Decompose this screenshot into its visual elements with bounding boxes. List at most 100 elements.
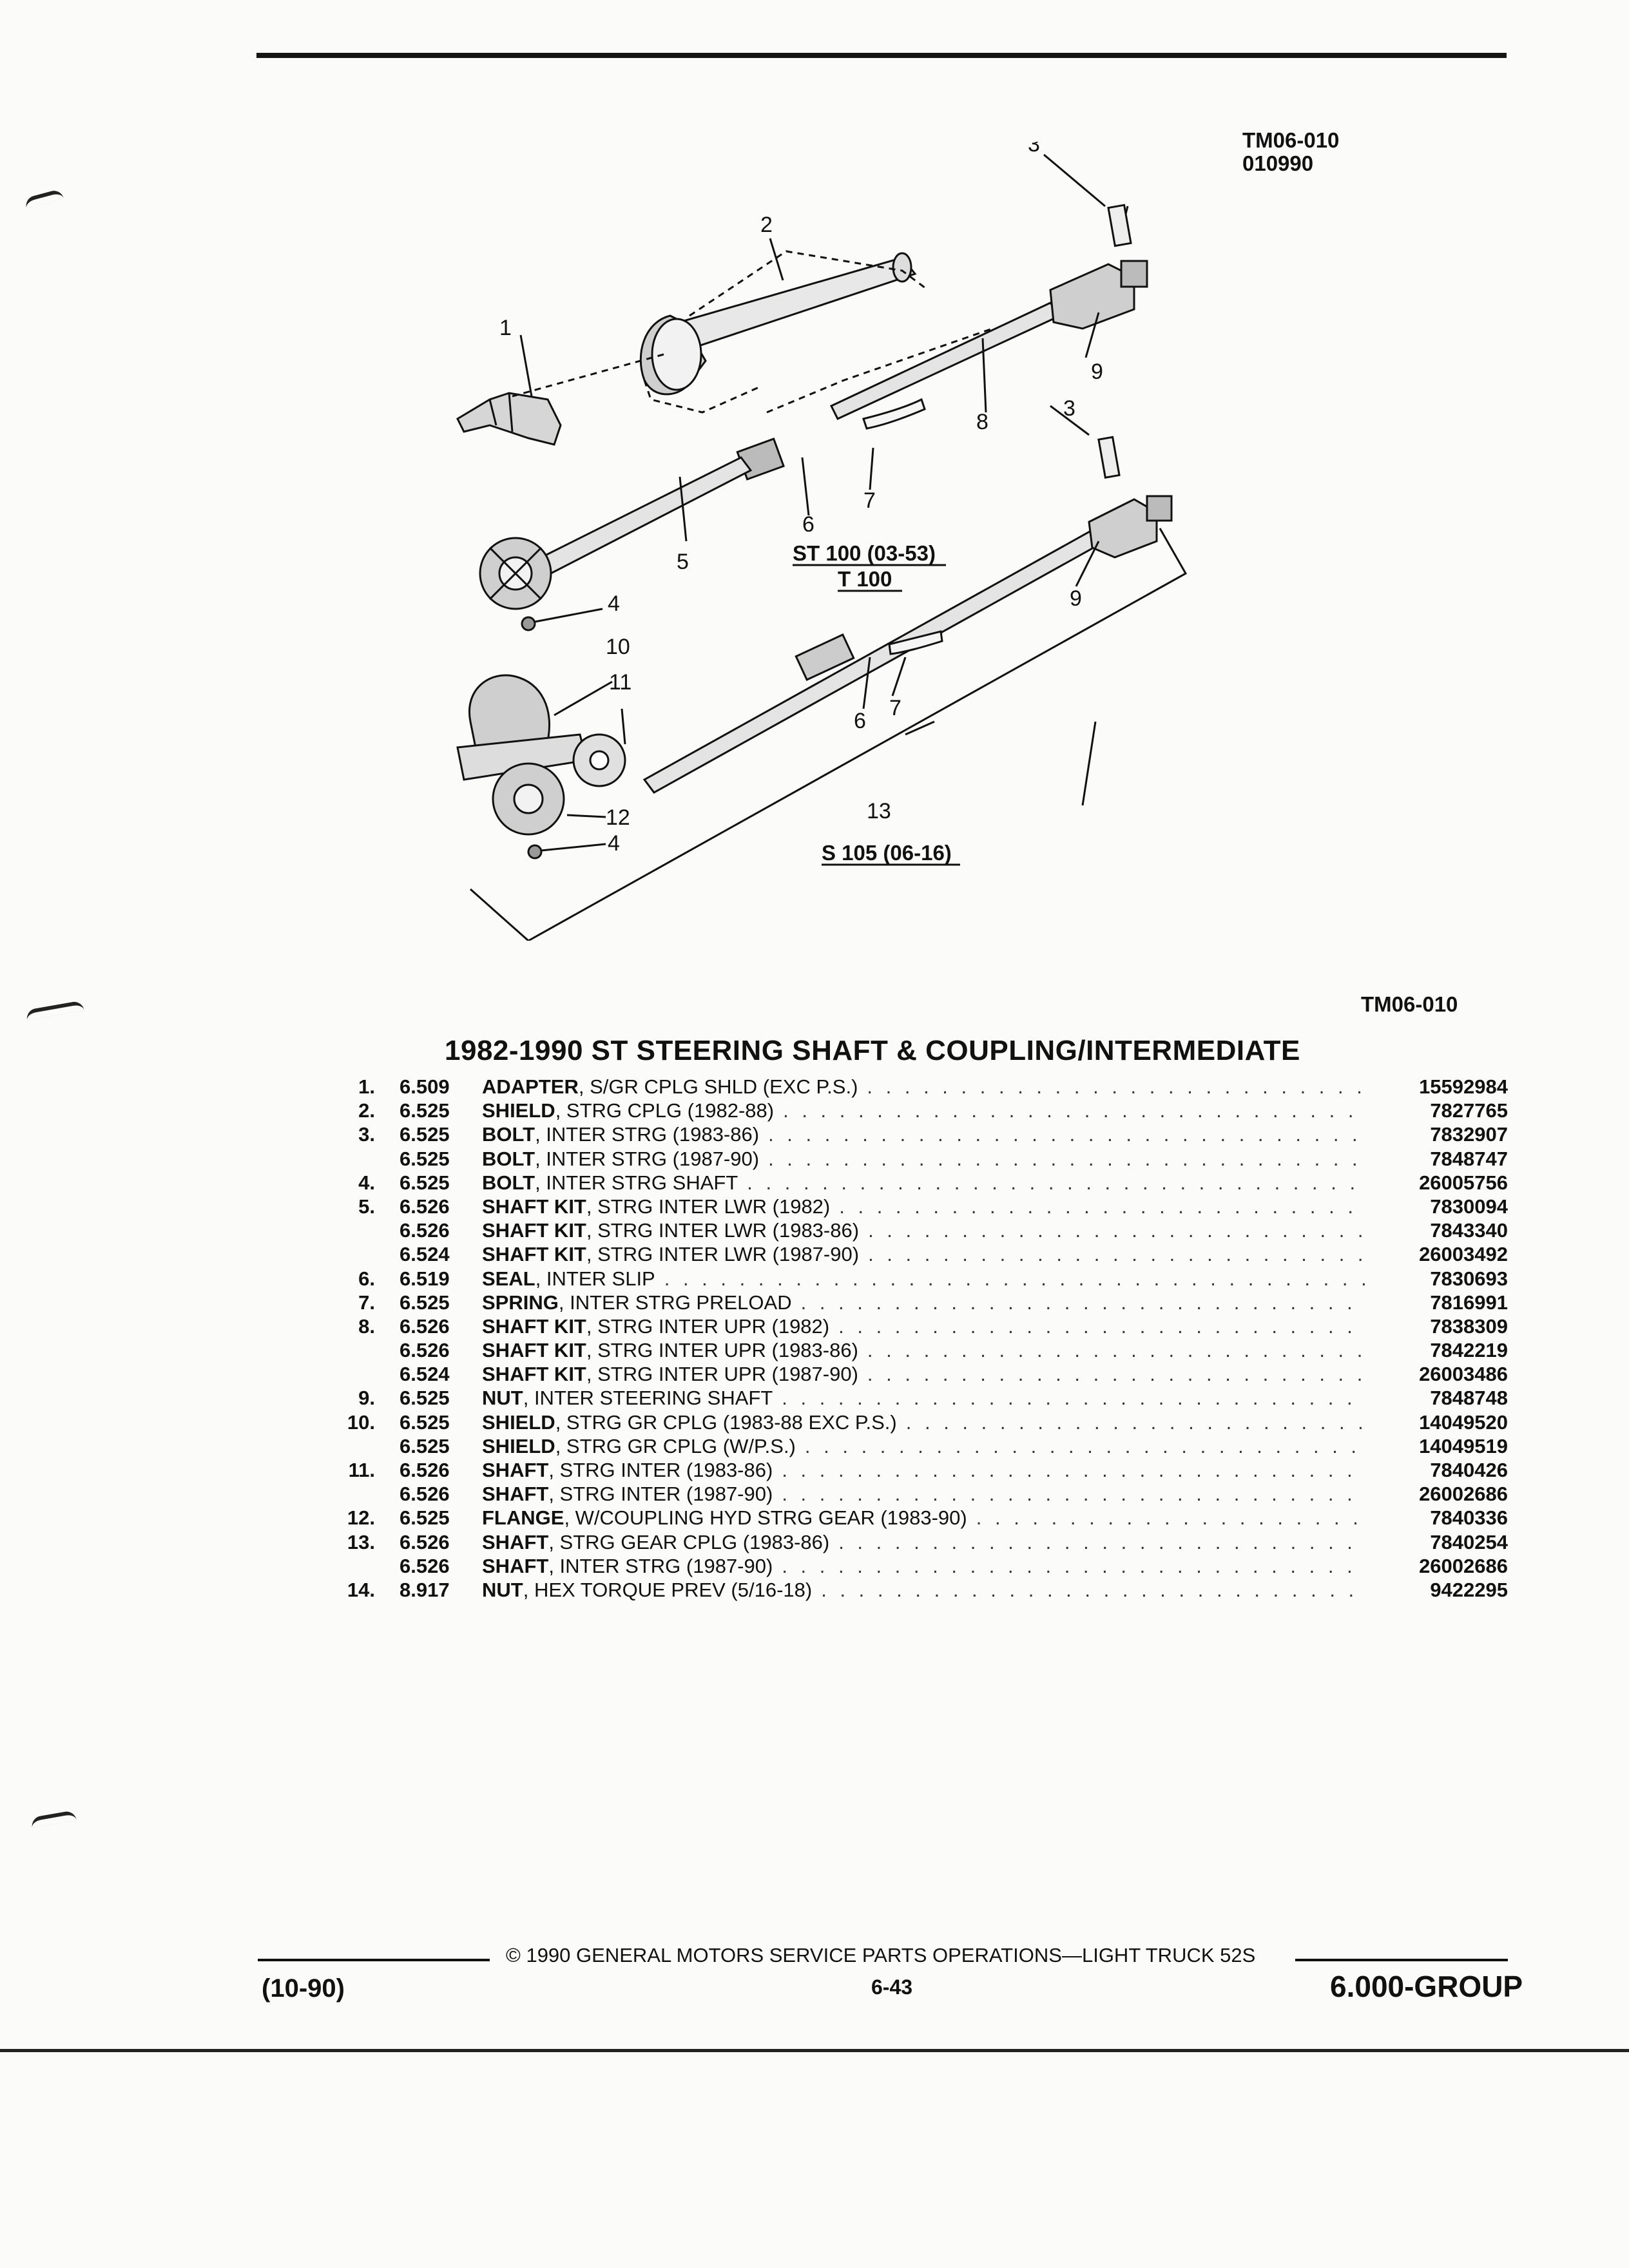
description: SHAFT KIT, STRG INTER UPR (1987-90) bbox=[482, 1362, 1366, 1386]
dot-leader bbox=[868, 1218, 1366, 1242]
part-name: FLANGE bbox=[482, 1506, 564, 1530]
group-number: 6.526 bbox=[400, 1459, 450, 1481]
model-lower-label: S 105 (06-16) bbox=[822, 841, 952, 865]
part-name: SHAFT bbox=[482, 1459, 549, 1481]
part-number: 7830094 bbox=[1430, 1195, 1508, 1218]
callout-12: 12 bbox=[606, 805, 630, 830]
part-description: , W/COUPLING HYD STRG GEAR (1983-90) bbox=[564, 1506, 967, 1530]
part-description: , STRG GEAR CPLG (1983-86) bbox=[548, 1530, 830, 1553]
part-name: SPRING bbox=[482, 1291, 559, 1314]
part-number: 7840254 bbox=[1430, 1530, 1508, 1553]
part-number: 26002686 bbox=[1419, 1554, 1508, 1577]
description: SHAFT KIT, STRG INTER UPR (1982) bbox=[482, 1314, 1366, 1338]
dot-leader bbox=[768, 1147, 1366, 1171]
parts-row: 6.526 SHAFT KIT, STRG INTER LWR (1983-86)… bbox=[335, 1218, 1508, 1242]
description: SHAFT KIT, STRG INTER LWR (1983-86) bbox=[482, 1218, 1366, 1242]
part-number: 7827765 bbox=[1430, 1099, 1508, 1122]
bottom-scan-line bbox=[0, 2049, 1629, 2052]
dot-leader bbox=[805, 1434, 1366, 1458]
part-name: SHAFT KIT bbox=[482, 1219, 586, 1242]
part-description: , STRG INTER UPR (1983-86) bbox=[586, 1339, 858, 1362]
part-description: , STRG INTER (1987-90) bbox=[548, 1483, 773, 1506]
part-number: 7843340 bbox=[1430, 1219, 1508, 1242]
group-number: 6.525 bbox=[400, 1410, 450, 1434]
part-description: , INTER STRG SHAFT bbox=[535, 1171, 738, 1194]
part-name: SHIELD bbox=[482, 1410, 555, 1434]
part-number: 15592984 bbox=[1419, 1075, 1508, 1098]
footer-rule-right bbox=[1295, 1959, 1508, 1961]
callout-8: 8 bbox=[976, 410, 988, 434]
dot-leader bbox=[867, 1075, 1366, 1099]
part-name: BOLT bbox=[482, 1123, 535, 1146]
group-number: 6.509 bbox=[400, 1075, 450, 1098]
part-number: 7848748 bbox=[1430, 1387, 1508, 1410]
callout-2: 2 bbox=[760, 213, 773, 237]
item-number: 14. bbox=[347, 1578, 375, 1601]
description: SHAFT, STRG INTER (1983-86) bbox=[482, 1458, 1366, 1482]
callout-5: 5 bbox=[677, 550, 689, 574]
group-number: 6.524 bbox=[400, 1363, 450, 1386]
dot-leader bbox=[821, 1578, 1366, 1602]
part-number: 7832907 bbox=[1430, 1123, 1508, 1146]
dot-leader bbox=[783, 1099, 1366, 1122]
part-description: , STRG INTER LWR (1982) bbox=[586, 1195, 831, 1218]
group-number: 6.526 bbox=[400, 1530, 450, 1553]
part-name: SHAFT KIT bbox=[482, 1363, 586, 1386]
part-description: , STRG INTER UPR (1982) bbox=[586, 1314, 830, 1338]
item-number: 9. bbox=[358, 1387, 375, 1410]
callout-6: 6 bbox=[802, 512, 815, 537]
description: SHAFT, STRG GEAR CPLG (1983-86) bbox=[482, 1530, 1366, 1554]
dot-leader bbox=[906, 1410, 1366, 1434]
diagram-reference: TM06-010 010990 bbox=[1242, 129, 1339, 175]
group-number: 6.526 bbox=[400, 1219, 450, 1242]
dot-leader bbox=[782, 1458, 1366, 1482]
dot-leader bbox=[664, 1267, 1366, 1291]
part-number: 14049519 bbox=[1419, 1434, 1508, 1457]
lower-assembly-shaft bbox=[642, 436, 1173, 794]
callout-3: 3 bbox=[1028, 142, 1040, 157]
callout-6-lower: 6 bbox=[854, 709, 866, 733]
part-number: 26002686 bbox=[1419, 1483, 1508, 1506]
part-number: 7842219 bbox=[1430, 1339, 1508, 1362]
dot-leader bbox=[782, 1482, 1366, 1506]
callout-7-lower: 7 bbox=[889, 696, 901, 720]
parts-row: 6.524 SHAFT KIT, STRG INTER UPR (1987-90)… bbox=[335, 1362, 1508, 1386]
part-description: , INTER STRG (1983-86) bbox=[535, 1123, 760, 1146]
part-description: , STRG GR CPLG (1983-88 EXC P.S.) bbox=[555, 1410, 897, 1434]
group-number: 6.519 bbox=[400, 1267, 450, 1290]
description: SPRING, INTER STRG PRELOAD bbox=[482, 1291, 1366, 1314]
part-description: , STRG GR CPLG (W/P.S.) bbox=[555, 1434, 796, 1457]
diagram-ref-date: 010990 bbox=[1242, 151, 1314, 175]
description: SHAFT KIT, STRG INTER LWR (1982) bbox=[482, 1195, 1366, 1218]
dot-leader bbox=[976, 1506, 1366, 1530]
group-number: 6.525 bbox=[400, 1387, 450, 1410]
part-number: 26005756 bbox=[1419, 1171, 1508, 1194]
part-name: NUT bbox=[482, 1578, 523, 1601]
part-name: SHAFT KIT bbox=[482, 1339, 586, 1362]
group-number: 8.917 bbox=[400, 1578, 450, 1601]
footer-rule-left bbox=[258, 1959, 490, 1961]
description: SHIELD, STRG GR CPLG (1983-88 EXC P.S.) bbox=[482, 1410, 1366, 1434]
part-name: BOLT bbox=[482, 1171, 535, 1194]
part-number: 7838309 bbox=[1430, 1314, 1508, 1338]
diagram-ref-code: TM06-010 bbox=[1242, 128, 1340, 152]
item-number: 4. bbox=[358, 1171, 375, 1194]
part-description: , INTER STRG PRELOAD bbox=[558, 1291, 792, 1314]
item-number: 1. bbox=[358, 1075, 375, 1098]
part-number: 7840336 bbox=[1430, 1506, 1508, 1530]
footer-group: 6.000-GROUP bbox=[1330, 1970, 1523, 2003]
group-number: 6.526 bbox=[400, 1314, 450, 1338]
part-description: , STRG INTER LWR (1987-90) bbox=[586, 1243, 860, 1266]
scan-mark bbox=[25, 1000, 84, 1021]
part-name: SHAFT KIT bbox=[482, 1243, 586, 1266]
description: NUT, INTER STEERING SHAFT bbox=[482, 1386, 1366, 1410]
dot-leader bbox=[867, 1338, 1366, 1362]
